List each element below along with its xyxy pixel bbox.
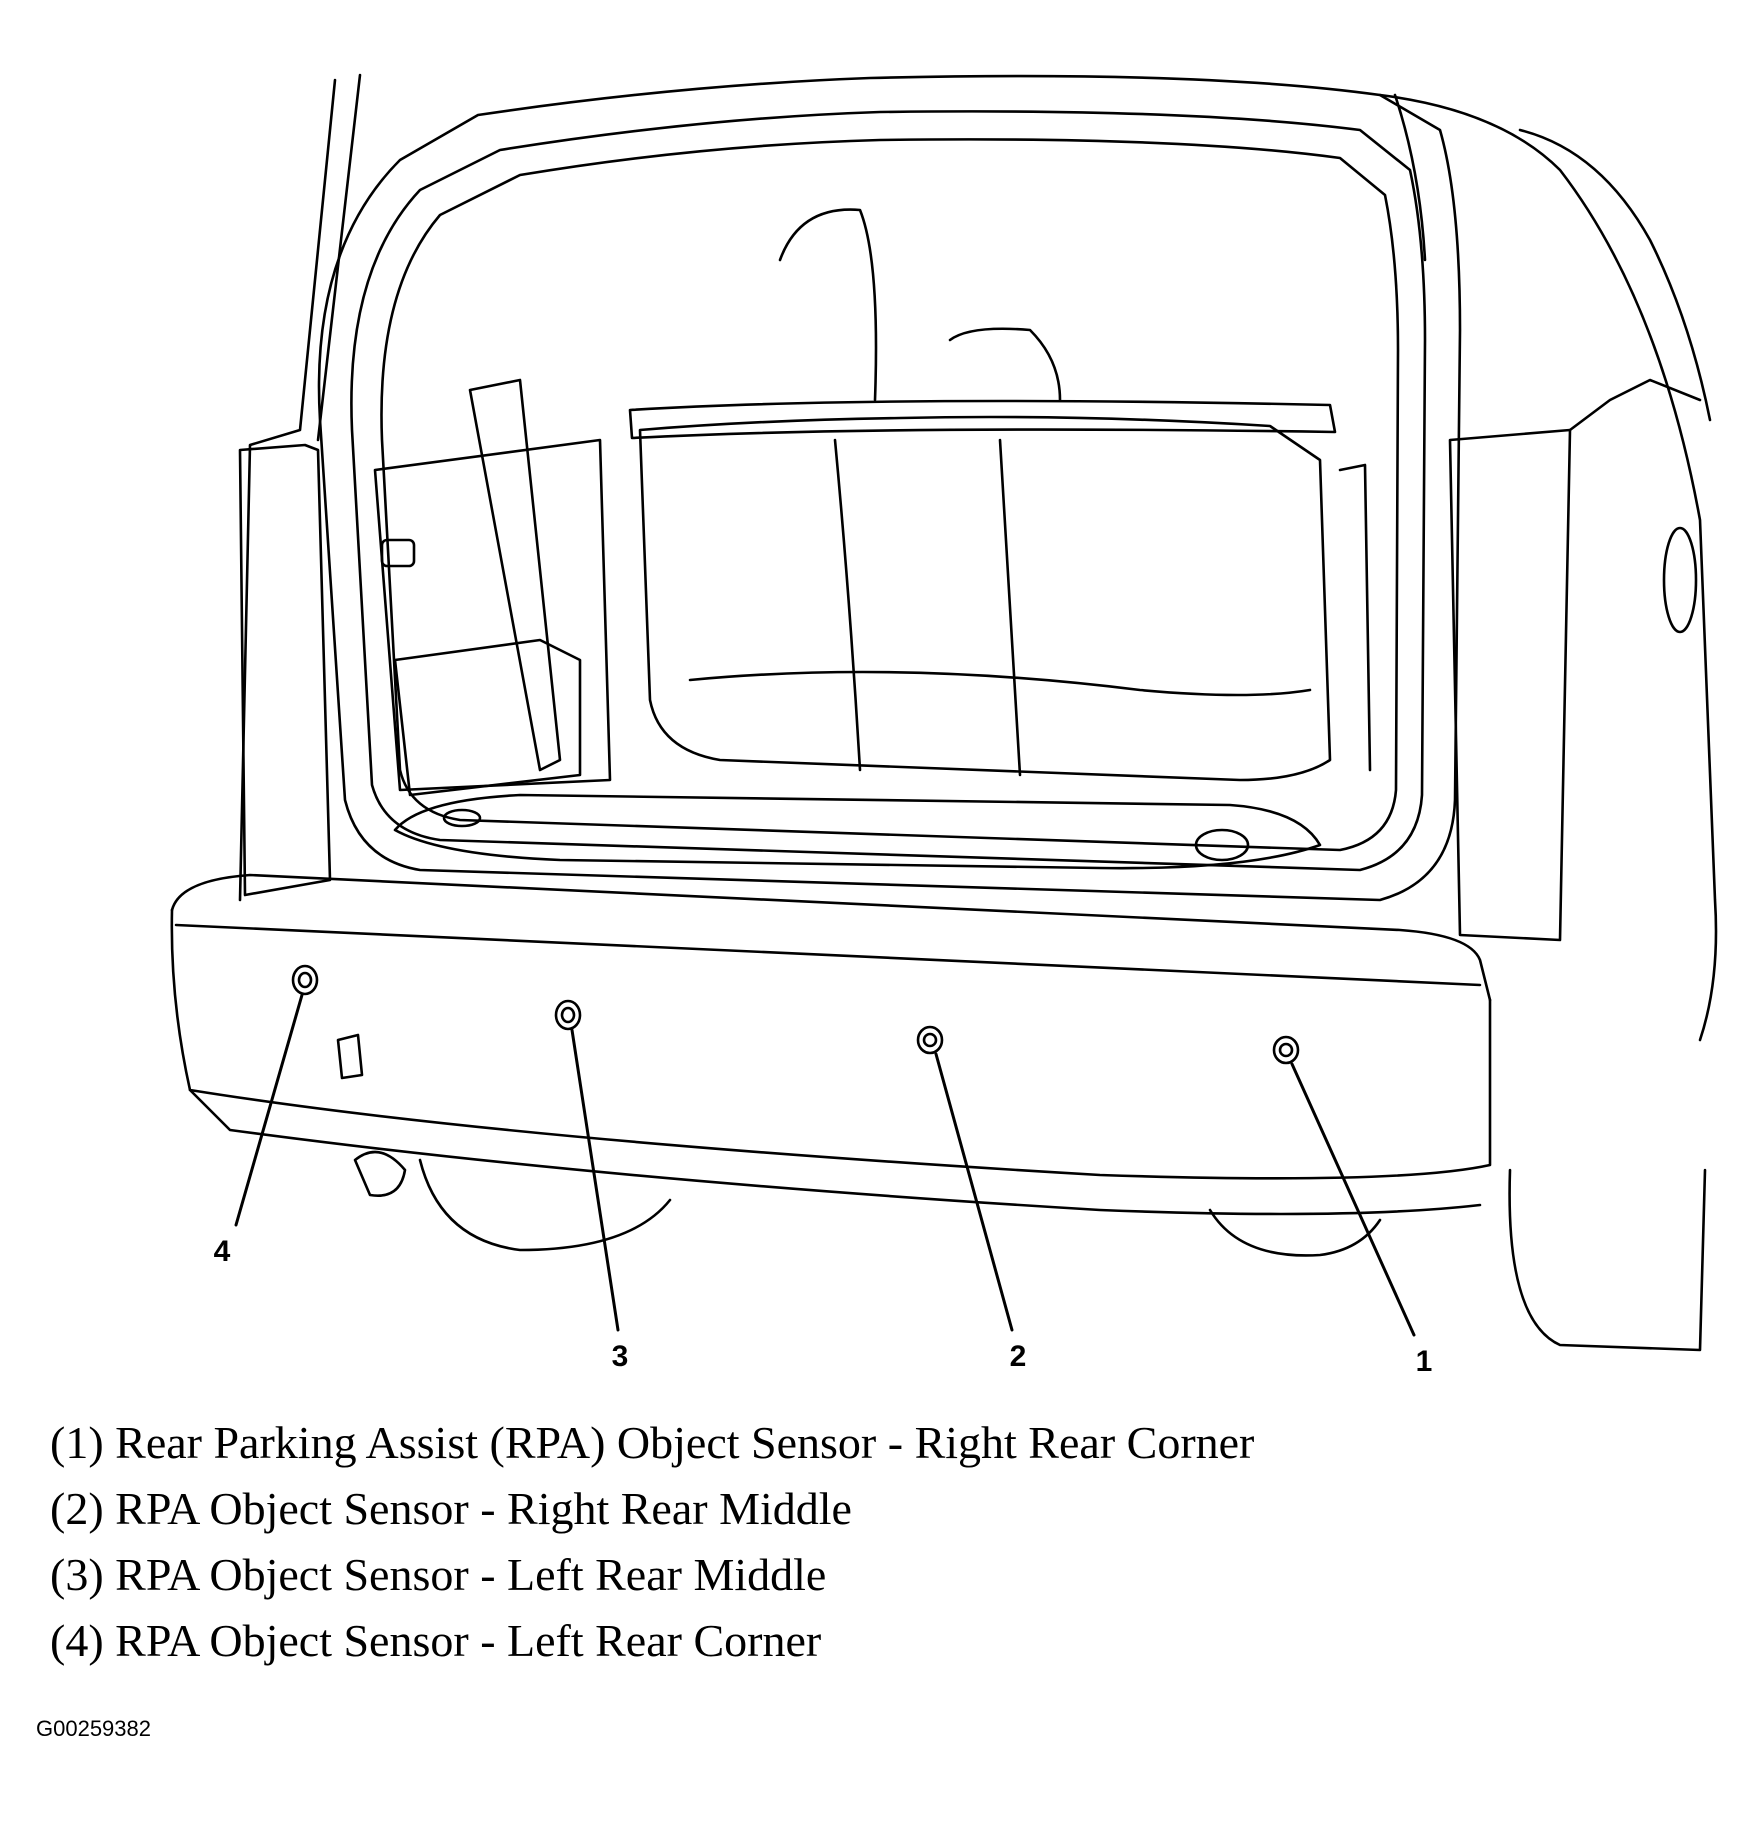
side-marker	[1662, 526, 1698, 634]
bumper-top-edge	[170, 873, 1492, 1002]
leader-line-2	[934, 1052, 1014, 1332]
left-tail-lamp	[238, 443, 332, 897]
right-tire	[1208, 1208, 1382, 1257]
callout-1: 1	[1415, 1345, 1433, 1378]
left-body-side	[238, 78, 337, 902]
license-lamp	[336, 1033, 364, 1080]
seat-cushion-line	[688, 670, 1312, 697]
bumper-upper-crease	[174, 923, 1482, 987]
left-trim-vent	[380, 538, 416, 568]
left-tire	[418, 1158, 672, 1252]
headrest-center	[948, 327, 1062, 402]
object-sensor-1	[1272, 1035, 1300, 1065]
seat-belt-left	[468, 378, 562, 772]
right-tire-outer	[1508, 1168, 1707, 1352]
hatch-opening-outer	[317, 74, 1462, 902]
cargo-floor	[393, 793, 1322, 870]
leader-line-3	[570, 1028, 620, 1332]
legend: (1) Rear Parking Assist (RPA) Object Sen…	[50, 1410, 1254, 1674]
object-sensor-3	[554, 999, 582, 1031]
right-body-side	[1378, 93, 1718, 1042]
legend-item-3: (3) RPA Object Sensor - Left Rear Middle	[50, 1549, 827, 1600]
leader-line-1	[1290, 1062, 1416, 1337]
exhaust-tip	[353, 1150, 407, 1198]
callout-3: 3	[611, 1340, 629, 1373]
right-tail-lamp	[1448, 428, 1572, 942]
legend-item-1: (1) Rear Parking Assist (RPA) Object Sen…	[50, 1417, 1255, 1468]
seat-headrest-bar	[628, 399, 1337, 440]
left-strut	[316, 73, 362, 442]
right-strut	[1393, 93, 1427, 262]
headrest-left	[778, 208, 878, 402]
cargo-tiedown-right	[1194, 828, 1250, 862]
object-sensor-2	[916, 1025, 944, 1055]
hatch-opening-inner	[350, 110, 1427, 872]
legend-item-2: (2) RPA Object Sensor - Right Rear Middl…	[50, 1483, 852, 1534]
vehicle-rear-line-drawing	[170, 73, 1718, 1352]
callout-4: 4	[213, 1235, 231, 1268]
left-storage-bin	[393, 638, 582, 797]
seat-divide-2	[998, 438, 1022, 777]
cargo-tiedown-left	[442, 808, 482, 828]
seat-back	[638, 415, 1332, 782]
object-sensor-4	[291, 964, 319, 996]
right-side-window	[1518, 128, 1712, 422]
bumper-lower-edge	[188, 1088, 1482, 1216]
legend-item-4: (4) RPA Object Sensor - Left Rear Corner	[50, 1615, 822, 1666]
left-trim-panel	[373, 438, 612, 792]
figure-id: G00259382	[36, 1716, 151, 1741]
leader-line-4	[234, 993, 304, 1227]
right-quarter-panel	[1568, 378, 1702, 432]
bumper-face	[170, 908, 1492, 1180]
seat-belt-right	[1338, 463, 1372, 772]
seat-divide-1	[833, 438, 862, 772]
hatch-seal	[380, 138, 1400, 852]
callout-2: 2	[1009, 1340, 1027, 1373]
